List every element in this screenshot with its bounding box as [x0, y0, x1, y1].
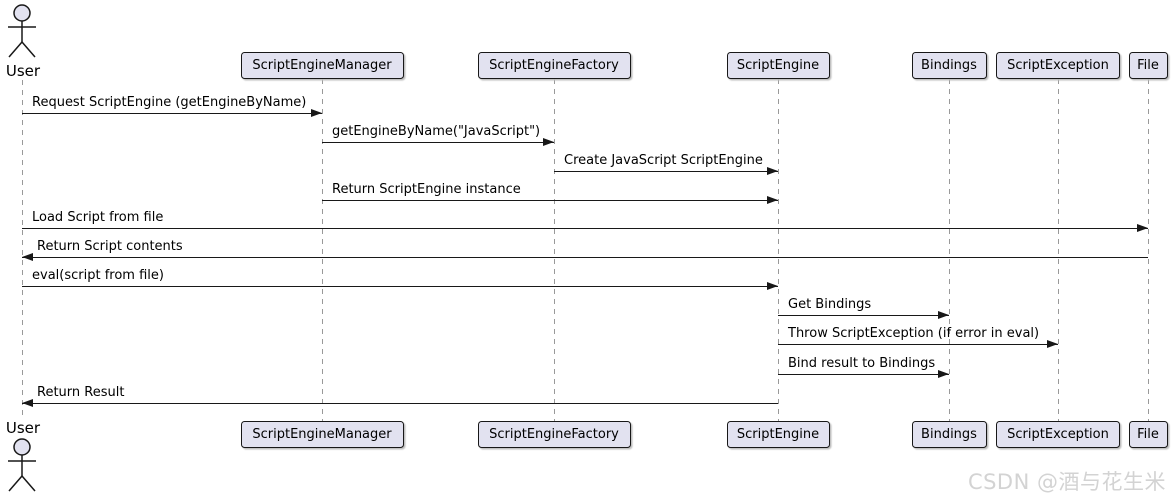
- participant-box-bottom-scriptexception: ScriptException: [996, 421, 1120, 448]
- watermark: CSDN @酒与花生米: [967, 470, 1166, 494]
- arrow-head-right-icon: [767, 167, 778, 175]
- arrow-head-right-icon: [1047, 340, 1058, 348]
- actor-label-bottom: User: [5, 419, 41, 437]
- arrow-head-right-icon: [1137, 224, 1148, 232]
- lifeline-scriptenginefactory: [554, 79, 555, 421]
- actor-label-top: User: [5, 62, 41, 80]
- participant-box-bottom-bindings: Bindings: [911, 421, 987, 448]
- message-label: Load Script from file: [32, 210, 164, 225]
- lifeline-file: [1148, 79, 1149, 421]
- arrow-head-left-icon: [22, 399, 33, 407]
- arrow-head-right-icon: [938, 370, 949, 378]
- arrow-head-right-icon: [767, 282, 778, 290]
- lifeline-user: [22, 80, 23, 419]
- message-line: [22, 286, 778, 287]
- participant-box-top-bindings: Bindings: [911, 52, 987, 79]
- message-label: getEngineByName("JavaScript"): [332, 124, 541, 139]
- message-line: [778, 374, 949, 375]
- participant-box-top-scriptenginefactory: ScriptEngineFactory: [477, 52, 631, 79]
- actor-figure-top: [8, 4, 36, 58]
- arrow-head-left-icon: [22, 253, 33, 261]
- message-label: Return ScriptEngine instance: [332, 182, 521, 197]
- participant-box-top-scriptenginemanager: ScriptEngineManager: [240, 52, 404, 79]
- message-label: Get Bindings: [788, 297, 872, 312]
- message-line: [22, 257, 1148, 258]
- arrow-head-right-icon: [767, 196, 778, 204]
- arrow-head-right-icon: [938, 311, 949, 319]
- lifeline-scriptenginemanager: [322, 79, 323, 421]
- participant-box-bottom-scriptengine: ScriptEngine: [726, 421, 830, 448]
- message-label: Throw ScriptException (if error in eval): [788, 326, 1040, 341]
- participant-box-bottom-scriptenginemanager: ScriptEngineManager: [240, 421, 404, 448]
- message-label: Return Script contents: [37, 239, 183, 254]
- participant-box-top-scriptengine: ScriptEngine: [726, 52, 830, 79]
- message-line: [554, 171, 778, 172]
- message-label: Create JavaScript ScriptEngine: [564, 153, 763, 168]
- lifeline-scriptengine: [778, 79, 779, 421]
- lifeline-bindings: [949, 79, 950, 421]
- message-label: Return Result: [37, 385, 125, 400]
- message-line: [22, 228, 1148, 229]
- participant-box-top-scriptexception: ScriptException: [996, 52, 1120, 79]
- message-label: Request ScriptEngine (getEngineByName): [32, 95, 307, 110]
- message-line: [778, 315, 949, 316]
- message-line: [322, 142, 554, 143]
- lifeline-scriptexception: [1058, 79, 1059, 421]
- actor-figure-bottom: [8, 438, 36, 492]
- message-line: [322, 200, 778, 201]
- participant-box-bottom-file: File: [1128, 421, 1168, 448]
- participant-box-bottom-scriptenginefactory: ScriptEngineFactory: [477, 421, 631, 448]
- message-line: [22, 403, 778, 404]
- arrow-head-right-icon: [311, 109, 322, 117]
- message-label: Bind result to Bindings: [788, 356, 936, 371]
- message-line: [778, 344, 1058, 345]
- participant-box-top-file: File: [1128, 52, 1168, 79]
- message-line: [22, 113, 322, 114]
- arrow-head-right-icon: [543, 138, 554, 146]
- message-label: eval(script from file): [32, 268, 164, 283]
